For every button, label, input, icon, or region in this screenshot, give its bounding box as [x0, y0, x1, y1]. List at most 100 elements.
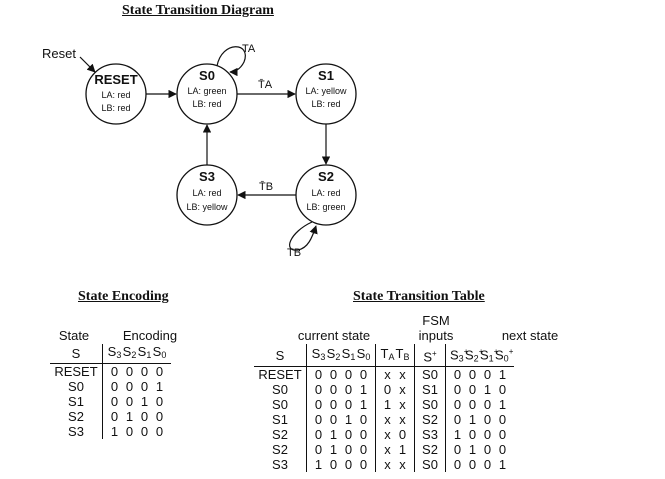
bit-value: 1 [110, 424, 119, 439]
bit-value: 0 [483, 367, 492, 383]
state-reset-name: RESET [94, 72, 137, 87]
bit-value: 0 [344, 367, 353, 383]
bit-value: 0 [359, 367, 368, 383]
bit-value: 0 [329, 382, 338, 398]
encoding-col-state: State [58, 328, 90, 343]
next-state-cell: S0 [414, 457, 446, 473]
bit-value: 0 [359, 412, 368, 428]
state-reset-output-lb: LB: red [101, 103, 130, 113]
bit-value: 0 [359, 427, 368, 443]
encoding-bit-headers: S3S2S1S0 [102, 344, 171, 364]
tt-col-next-s: S+ [414, 344, 446, 368]
state-name-cell: RESET [54, 364, 98, 379]
bit-value: 0 [140, 409, 149, 424]
bit-value: 0 [140, 364, 149, 379]
bit-value: 0 [453, 442, 462, 458]
bit-value: 0 [314, 427, 323, 443]
input-value-tb: 0 [398, 427, 407, 443]
bit-value: 0 [468, 427, 477, 443]
bit-value: 0 [125, 364, 134, 379]
label-s0-self: TA [242, 43, 256, 55]
bit-value: 0 [314, 367, 323, 383]
bit-value: 0 [110, 379, 119, 394]
input-value-tb: 1 [398, 442, 407, 458]
bit-header: S1 [341, 345, 356, 362]
bit-value: 1 [140, 394, 149, 409]
bit-header: S0 [356, 345, 371, 362]
input-header-ta: TA [380, 345, 395, 362]
bit-value: 1 [498, 367, 507, 383]
state-s1-output-la: LA: yellow [305, 86, 347, 96]
bit-value: 0 [125, 394, 134, 409]
label-s2-self: TB [287, 247, 301, 259]
encoding-col-s: S [50, 344, 103, 364]
bit-value: 0 [110, 409, 119, 424]
state-s0: S0 LA: green LB: red [176, 63, 238, 125]
bit-value: 0 [140, 424, 149, 439]
bit-value: 0 [483, 397, 492, 413]
bit-header: S1 [137, 344, 152, 360]
arrow-s0-self-loop [216, 46, 246, 77]
state-name-cell: S2 [68, 409, 84, 424]
state-reset: RESET LA: red LB: red [85, 63, 147, 125]
bit-value: 0 [453, 382, 462, 398]
bit-value: 1 [314, 457, 323, 473]
state-s2: S2 LA: red LB: green [295, 164, 357, 226]
bit-value: 0 [344, 427, 353, 443]
tt-cur-bit-headers: S3S2S1S0 [306, 344, 376, 368]
input-value-tb: x [399, 382, 406, 398]
label-s0-to-s1: T̄A [258, 78, 273, 91]
input-value-ta: x [384, 442, 391, 458]
bit-value: 0 [314, 442, 323, 458]
state-s1-name: S1 [318, 68, 334, 83]
bit-header: S0 [152, 344, 167, 360]
bit-value: 0 [483, 427, 492, 443]
bit-value: 1 [498, 457, 507, 473]
bit-value: 0 [344, 457, 353, 473]
bit-value: 0 [498, 442, 507, 458]
input-value-tb: x [399, 457, 406, 473]
bit-value: 0 [125, 379, 134, 394]
bit-value: 0 [468, 457, 477, 473]
current-state-cell: S2 [272, 442, 288, 458]
bit-value: 1 [329, 427, 338, 443]
state-s2-name: S2 [318, 169, 334, 184]
state-s3: S3 LA: red LB: yellow [176, 164, 238, 226]
diagram-title: State Transition Diagram [122, 3, 274, 18]
bit-value: 0 [483, 412, 492, 428]
group-current-state: current state [297, 328, 371, 343]
current-state-cell: S2 [272, 427, 288, 443]
next-state-cell: S1 [414, 382, 446, 398]
current-state-cell: S1 [272, 412, 288, 428]
state-s0-name: S0 [199, 68, 215, 83]
bit-value: 1 [359, 397, 368, 413]
input-value-ta: 1 [383, 397, 392, 413]
bit-value: 0 [468, 397, 477, 413]
bit-value: 0 [155, 364, 164, 379]
bit-value: 0 [359, 457, 368, 473]
state-s1-output-lb: LB: red [311, 99, 340, 109]
bit-value: 0 [344, 382, 353, 398]
bit-value: 1 [359, 382, 368, 398]
bit-value: 0 [110, 364, 119, 379]
input-value-ta: x [384, 427, 391, 443]
state-s1: S1 LA: yellow LB: red [295, 63, 357, 125]
bit-value: 0 [155, 394, 164, 409]
tt-col-s: S [254, 344, 307, 368]
